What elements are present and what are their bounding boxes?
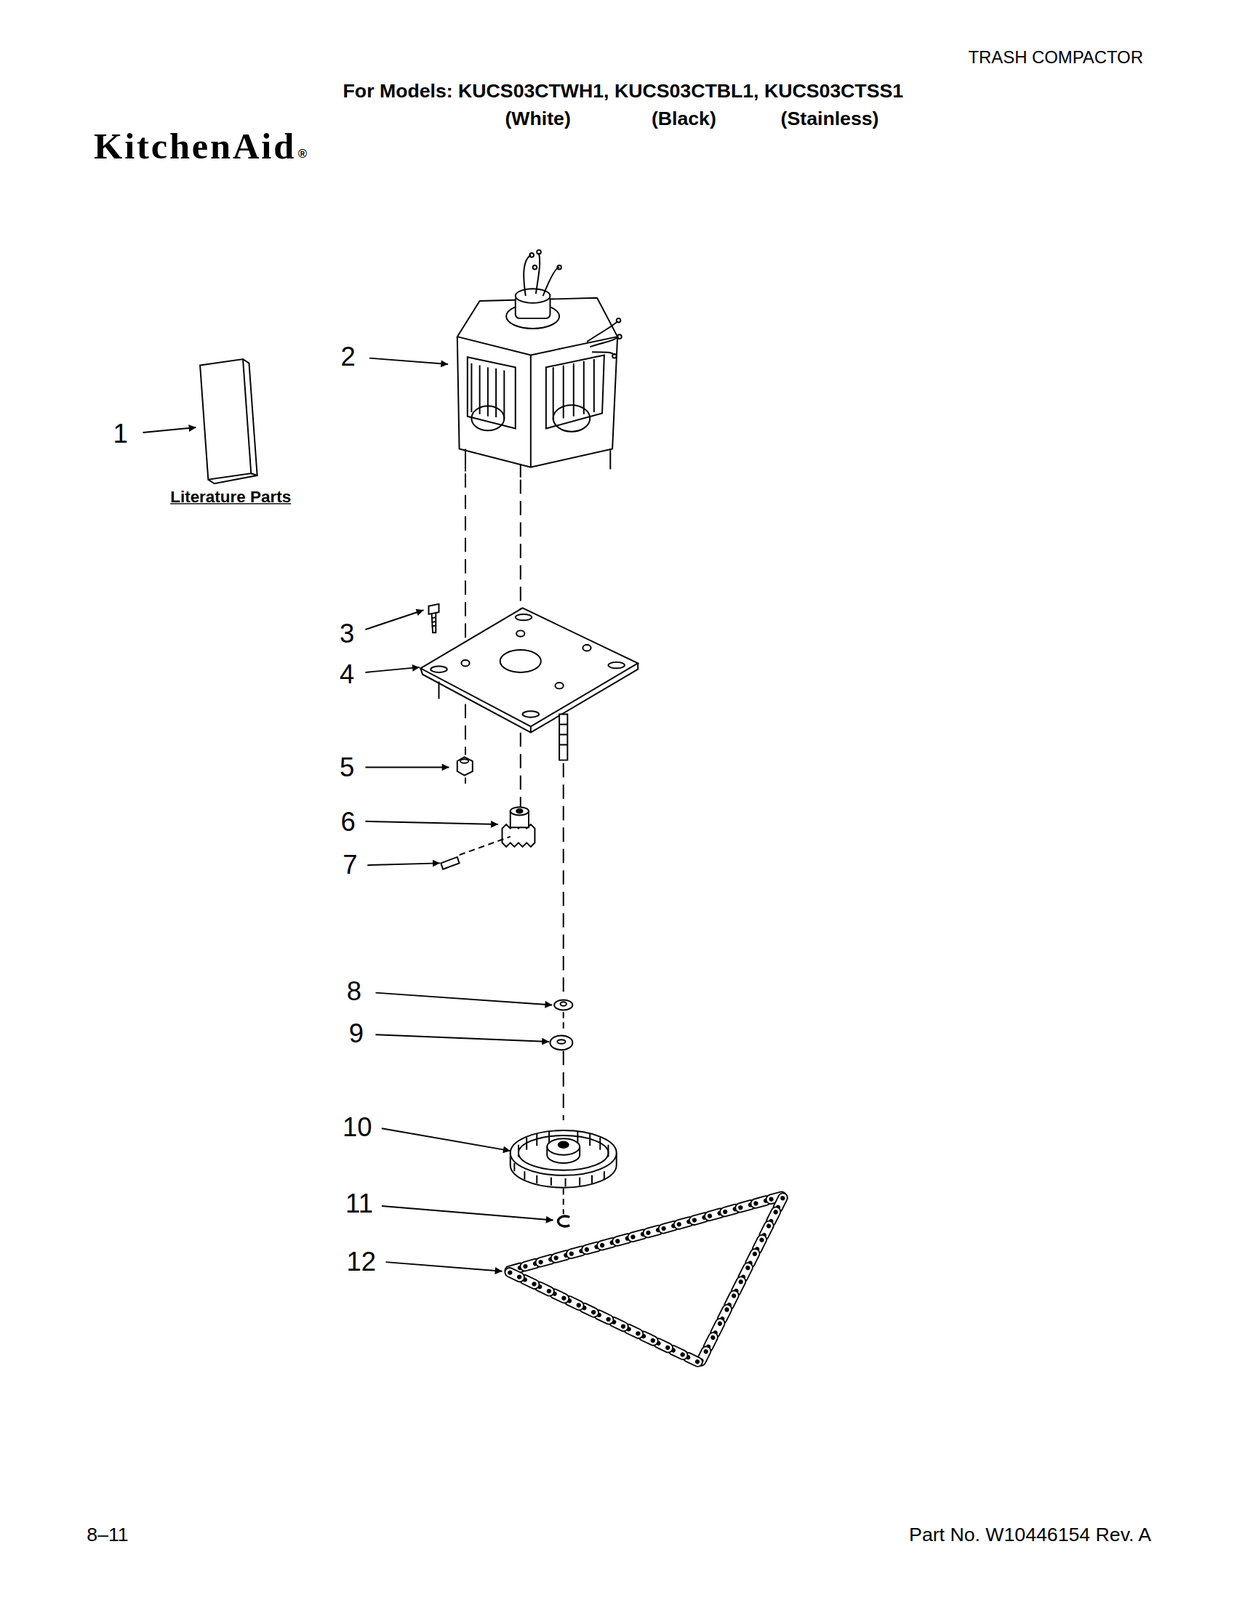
callout-number: 6 xyxy=(340,807,355,838)
mounting-plate xyxy=(420,607,638,733)
model-title: For Models: KUCS03CTWH1, KUCS03CTBL1, KU… xyxy=(343,81,904,103)
drive-chain xyxy=(503,1191,790,1369)
callout-number: 8 xyxy=(346,977,362,1007)
sprocket-gear xyxy=(510,1130,617,1189)
callout-number: 1 xyxy=(112,418,128,448)
registered-mark: ® xyxy=(298,147,307,162)
color-label: (White) xyxy=(504,109,571,131)
callout-number: 2 xyxy=(340,342,355,372)
pinion-gear xyxy=(502,807,536,848)
callout-number: 10 xyxy=(342,1113,373,1143)
leader-lines xyxy=(142,358,553,1272)
part-number: Part No. W10446154 Rev. A xyxy=(909,1525,1152,1547)
page-number: 8–11 xyxy=(86,1525,128,1547)
category-label: TRASH COMPACTOR xyxy=(968,48,1144,68)
brand-logo: KitchenAid xyxy=(93,126,296,168)
motor xyxy=(457,250,622,478)
section-label: Literature Parts xyxy=(170,487,291,507)
callout-number: 12 xyxy=(346,1247,377,1277)
callout-number: 7 xyxy=(342,850,358,880)
callout-number: 11 xyxy=(345,1189,374,1219)
callout-number: 3 xyxy=(339,619,355,649)
callout-number: 4 xyxy=(339,660,355,690)
color-label: (Stainless) xyxy=(781,109,880,131)
callout-number: 9 xyxy=(349,1019,364,1049)
color-label: (Black) xyxy=(651,109,717,131)
callout-number: 5 xyxy=(339,752,355,782)
